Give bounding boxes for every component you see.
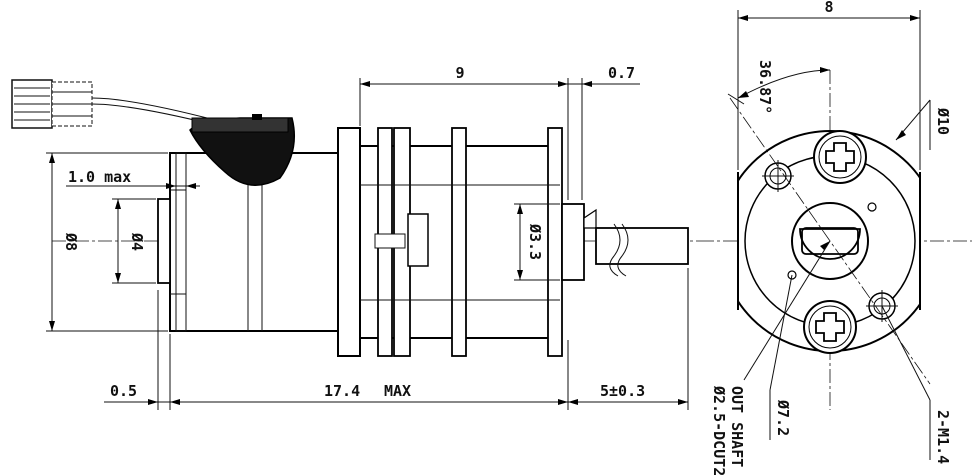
hole-upper-left-icon bbox=[762, 160, 794, 192]
end-view: 8 36.87° Ø10 OUT SHAFT Ø2.5-DCUT2 bbox=[700, 0, 972, 476]
dim-flange-gap-label: 0.5 bbox=[110, 382, 137, 400]
dim-cap-max: 1.0 max bbox=[66, 168, 200, 189]
dim-angle: 36.87° bbox=[727, 60, 831, 114]
dim-boss-33: Ø3.3 bbox=[514, 203, 560, 281]
label-shaft-line2: Ø2.5-DCUT2 bbox=[710, 385, 728, 476]
wire-connector bbox=[11, 79, 216, 129]
screw-bottom-icon bbox=[803, 300, 857, 354]
rear-boss bbox=[157, 198, 171, 284]
pin-hole-icon bbox=[867, 202, 877, 212]
dim-flange-gap: 0.5 bbox=[104, 382, 170, 405]
label-shaft-line1: OUT SHAFT bbox=[728, 386, 746, 467]
leader-screw: 2-M1.4 bbox=[881, 305, 952, 464]
side-view: 9 0.7 Ø8 Ø4 bbox=[11, 64, 700, 410]
gearbox bbox=[337, 127, 563, 357]
dim-body-diameter-label: Ø8 bbox=[62, 232, 80, 251]
dim-gearbox-length-label: 9 bbox=[455, 64, 464, 82]
leader-shaft: OUT SHAFT Ø2.5-DCUT2 bbox=[710, 240, 831, 476]
dim-shaft-length-label: 5±0.3 bbox=[600, 382, 645, 400]
dim-shaft-length: 5±0.3 bbox=[568, 382, 688, 405]
dim-angle-label: 36.87° bbox=[756, 60, 774, 114]
screw-top-icon bbox=[813, 130, 867, 184]
dim-shaft-step-label: 0.7 bbox=[608, 64, 635, 82]
dim-length-total-label: 17.4 bbox=[324, 382, 360, 400]
dim-length-total: 17.4 MAX bbox=[170, 382, 568, 405]
dim-outer-diameter-label: Ø10 bbox=[934, 107, 952, 135]
leader-pitch: Ø7.2 bbox=[769, 274, 793, 440]
dim-boss-diameter-label: Ø4 bbox=[128, 232, 146, 251]
dim-cap-max-label: 1.0 max bbox=[68, 168, 131, 186]
dim-length-max-label: MAX bbox=[384, 382, 411, 400]
dim-width: 8 bbox=[737, 0, 921, 170]
dim-gearbox-length: 9 bbox=[359, 64, 569, 200]
label-screw: 2-M1.4 bbox=[934, 410, 952, 464]
output-shaft bbox=[561, 203, 689, 281]
dim-body-diameter: Ø8 bbox=[46, 152, 168, 332]
dim-boss-diameter: Ø4 bbox=[112, 198, 156, 284]
dim-shaft-step: 0.7 bbox=[568, 64, 640, 200]
dim-outer-diameter: Ø10 bbox=[895, 99, 952, 150]
dim-width-label: 8 bbox=[824, 0, 833, 16]
dim-boss-33-label: Ø3.3 bbox=[526, 223, 544, 260]
dim-pitch-diameter-label: Ø7.2 bbox=[774, 399, 792, 436]
